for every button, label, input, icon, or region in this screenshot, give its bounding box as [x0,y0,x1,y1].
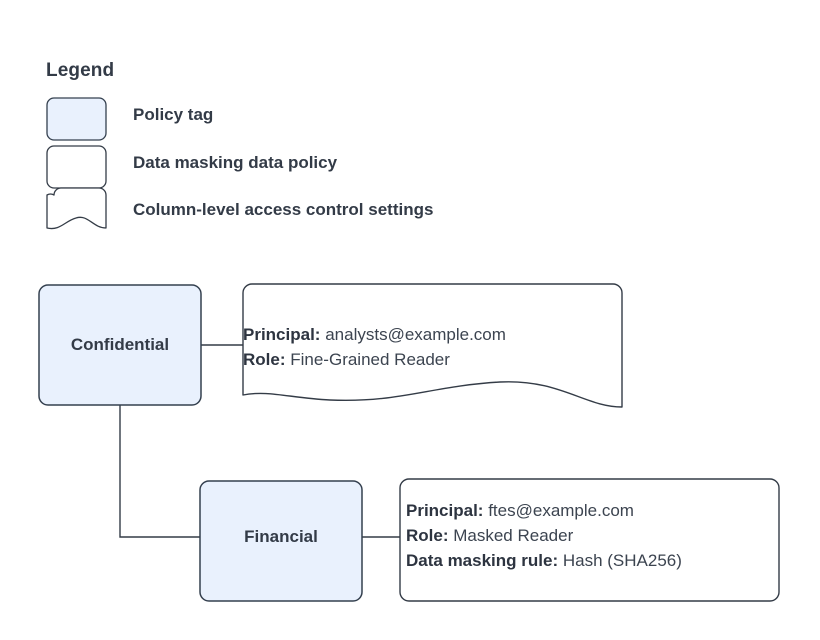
callout-row-key: Data masking rule: [406,551,559,570]
callout-row-key: Role: [406,526,449,545]
legend-item-column-access-settings-label: Column-level access control settings [133,200,434,219]
callout-row-value: Fine-Grained Reader [290,350,450,369]
node-financial[interactable] [199,480,363,602]
data-masking-policy-swatch [46,145,107,189]
node-financial-label: Financial [244,527,318,546]
callout-row-value: ftes@example.com [488,501,634,520]
legend-item-policy-tag-label: Policy tag [133,105,214,124]
callout-row: Principal: ftes@example.com [406,498,682,523]
callout-row-key: Principal: [243,325,321,344]
callout-row-value: analysts@example.com [325,325,506,344]
legend-item-data-masking-policy-label: Data masking data policy [133,153,338,172]
callout-row-value: Masked Reader [453,526,574,545]
callout-row: Data masking rule: Hash (SHA256) [406,548,682,573]
callout-row-value: Hash (SHA256) [562,551,682,570]
callout-row: Role: Masked Reader [406,523,682,548]
connector-confidential-to-financial [119,405,200,538]
callout-financial-masking-policy-text: Principal: ftes@example.com Role: Masked… [406,498,682,573]
callout-financial-masking-policy[interactable] [399,478,780,602]
column-access-settings-swatch [46,187,107,230]
callout-confidential-access-settings[interactable] [242,283,623,408]
callout-confidential-access-settings-text: Principal: analysts@example.com Role: Fi… [243,322,506,372]
callout-row: Principal: analysts@example.com [243,322,506,347]
callout-row-key: Principal: [406,501,484,520]
callout-row: Role: Fine-Grained Reader [243,347,506,372]
node-confidential-label: Confidential [70,335,170,354]
callout-row-key: Role: [243,350,286,369]
legend-title: Legend [46,60,115,81]
node-confidential[interactable] [38,284,202,406]
policy-tag-swatch [46,97,107,141]
